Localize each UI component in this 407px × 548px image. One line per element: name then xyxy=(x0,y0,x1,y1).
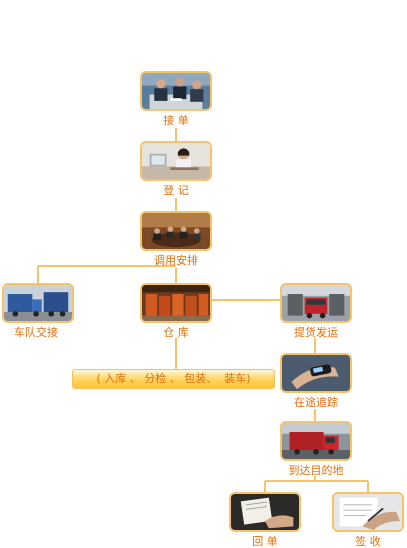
register-label: 登 记 xyxy=(163,184,189,197)
warehouse-storage-photo-icon xyxy=(142,285,210,321)
arrive-destination-label: 到达目的地 xyxy=(288,464,344,477)
receptionist-photo-icon xyxy=(142,143,210,179)
receive-order-photo xyxy=(140,71,212,111)
document-return-photo-icon xyxy=(231,494,299,530)
in-transit-tracking-label: 在途追踪 xyxy=(294,396,338,409)
sign-receipt-label: 签 收 xyxy=(355,535,381,548)
sign-receipt-photo xyxy=(332,492,404,532)
loading-truck-photo-icon xyxy=(282,285,350,321)
return-receipt-photo xyxy=(229,492,301,532)
pickup-dispatch-label: 提货发运 xyxy=(294,326,338,339)
schedule-photo xyxy=(140,211,212,251)
arrive-destination-photo xyxy=(280,421,352,461)
mobile-phone-photo-icon xyxy=(282,355,350,391)
fleet-handover-photo xyxy=(2,283,74,323)
warehouse-photo xyxy=(140,283,212,323)
truck-fleet-photo-icon xyxy=(4,285,72,321)
conference-room-photo-icon xyxy=(142,213,210,249)
schedule-label: 调用安排 xyxy=(154,254,198,267)
warehouse-tasks-banner: ( 入库 、 分检 、 包装、 装车) xyxy=(72,369,275,389)
fleet-handover-label: 车队交接 xyxy=(14,326,58,339)
truck-arrival-photo-icon xyxy=(282,423,350,459)
return-receipt-label: 回 单 xyxy=(252,535,278,548)
pickup-dispatch-photo xyxy=(280,283,352,323)
in-transit-tracking-photo xyxy=(280,353,352,393)
signing-document-photo-icon xyxy=(334,494,402,530)
register-photo xyxy=(140,141,212,181)
receive-order-label: 接 单 xyxy=(163,114,189,127)
warehouse-label: 仓 库 xyxy=(163,326,189,339)
business-meeting-photo-icon xyxy=(142,73,210,109)
